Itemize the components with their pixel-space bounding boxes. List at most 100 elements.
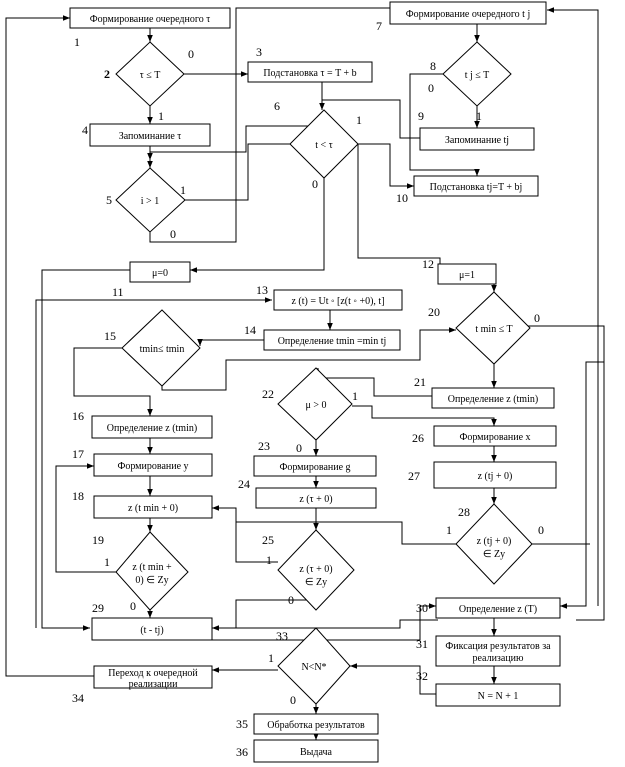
- block-17-form-y: Формирование y: [93, 453, 213, 477]
- block-10-substitute-tj: Подстановка tj=T + bj: [413, 175, 539, 197]
- block-19-decision-z-in-Zy: z (t min + 0) ∈ Zy: [115, 531, 189, 611]
- svg-text:14: 14: [244, 323, 256, 337]
- svg-text:36: 36: [236, 745, 248, 759]
- svg-text:24: 24: [238, 477, 250, 491]
- svg-text:0: 0: [312, 177, 318, 191]
- svg-text:Фиксация результатов за: Фиксация результатов за: [445, 641, 551, 652]
- block-7-form-tj: Формирование очередного t j: [389, 1, 547, 25]
- svg-text:μ > 0: μ > 0: [305, 400, 326, 411]
- svg-text:μ=0: μ=0: [152, 268, 168, 279]
- svg-text:31: 31: [416, 637, 428, 651]
- svg-text:23: 23: [258, 439, 270, 453]
- block-16-determine-z-tmin: Определение z (tmin): [91, 415, 213, 439]
- block-30-determine-z-T: Определение z (T): [435, 597, 561, 619]
- svg-text:Переход к очередной: Переход к очередной: [108, 668, 198, 679]
- svg-text:8: 8: [430, 59, 436, 73]
- block-3-substitute-tau: Подстановка τ = T + b: [247, 61, 373, 83]
- svg-text:12: 12: [422, 257, 434, 271]
- svg-text:11: 11: [112, 285, 124, 299]
- block-34-next-realization: Переход к очередной реализации: [93, 665, 213, 690]
- svg-text:1: 1: [104, 555, 110, 569]
- block-18-z-tmin-plus-0: z (t min + 0): [93, 495, 213, 519]
- connectors: [5, 7, 605, 740]
- svg-text:z (τ + 0): z (τ + 0): [299, 494, 332, 505]
- svg-text:1: 1: [180, 183, 186, 197]
- svg-text:17: 17: [72, 447, 84, 461]
- svg-text:Подстановка τ = T + b: Подстановка τ = T + b: [263, 68, 356, 79]
- svg-text:7: 7: [376, 19, 382, 33]
- svg-text:1: 1: [356, 113, 362, 127]
- svg-text:Формирование y: Формирование y: [117, 461, 188, 472]
- block-11-mu-0: μ=0: [129, 261, 191, 283]
- block-28-decision-z-tj-in-Zy: z (tj + 0) ∈ Zy: [455, 503, 533, 585]
- svg-text:z (t min + 0): z (t min + 0): [128, 503, 178, 514]
- svg-text:i > 1: i > 1: [141, 196, 159, 207]
- svg-text:N<N*: N<N*: [301, 662, 326, 673]
- svg-text:0: 0: [290, 693, 296, 707]
- block-4-store-tau: Запоминание τ: [89, 123, 211, 147]
- svg-text:1: 1: [266, 553, 272, 567]
- svg-text:Запоминание τ: Запоминание τ: [119, 131, 182, 142]
- svg-text:0: 0: [296, 441, 302, 455]
- block-6-decision-t-lt-tau: t < τ: [289, 109, 359, 179]
- block-9-store-tj: Запоминание tj: [419, 127, 535, 151]
- svg-text:Подстановка tj=T + bj: Подстановка tj=T + bj: [430, 182, 523, 193]
- svg-text:0: 0: [428, 81, 434, 95]
- svg-text:∈ Zy: ∈ Zy: [483, 549, 505, 560]
- block-32-increment-N: N = N + 1: [435, 683, 561, 707]
- svg-text:34: 34: [72, 691, 84, 705]
- svg-text:Запоминание tj: Запоминание tj: [445, 135, 509, 146]
- block-numbers: 1 2 3 4 5 6 7 8 9 10 11 12 13 14 15 16 1…: [72, 19, 470, 759]
- svg-text:2: 2: [104, 67, 110, 81]
- svg-text:6: 6: [274, 99, 280, 113]
- block-12-mu-1: μ=1: [437, 263, 497, 285]
- block-36-output: Выдача: [253, 739, 379, 763]
- svg-text:Выдача: Выдача: [300, 747, 333, 758]
- block-26-form-x: Формирование x: [433, 425, 557, 447]
- block-2-decision-tau-le-T: τ ≤ T: [115, 41, 185, 107]
- svg-text:(t - tj): (t - tj): [140, 625, 163, 636]
- branch-labels: 0 1 1 0 1 0 0 1 0 1 0 1 0 1 0 1 0 1 0: [104, 47, 544, 707]
- svg-text:0: 0: [188, 47, 194, 61]
- svg-text:4: 4: [82, 123, 88, 137]
- svg-text:z (t min +: z (t min +: [132, 562, 172, 573]
- svg-text:Определение z (T): Определение z (T): [459, 604, 537, 615]
- svg-text:z (tj + 0): z (tj + 0): [478, 471, 513, 482]
- block-35-process-results: Обработка результатов: [253, 713, 379, 735]
- svg-text:реализацию: реализацию: [473, 653, 525, 664]
- svg-text:33: 33: [276, 629, 288, 643]
- svg-text:3: 3: [256, 45, 262, 59]
- svg-text:1: 1: [352, 389, 358, 403]
- block-1-form-tau: Формирование очередного τ: [69, 7, 231, 29]
- svg-text:N = N + 1: N = N + 1: [478, 691, 519, 702]
- block-22-decision-mu-gt-0: μ > 0: [277, 367, 353, 441]
- block-33-decision-N-lt-Nstar: N<N*: [277, 627, 351, 705]
- svg-text:15: 15: [104, 329, 116, 343]
- svg-text:29: 29: [92, 601, 104, 615]
- svg-text:5: 5: [106, 193, 112, 207]
- svg-text:Определение z (tmin): Определение z (tmin): [448, 394, 538, 405]
- svg-text:Обработка результатов: Обработка результатов: [267, 720, 365, 731]
- block-23-form-g: Формирование g: [253, 455, 377, 477]
- block-15-decision-tmin: tmin≤ tmin: [121, 309, 201, 387]
- svg-text:tmin≤ tmin: tmin≤ tmin: [140, 344, 185, 355]
- svg-text:Определение tmin =min tj: Определение tmin =min tj: [278, 336, 387, 347]
- svg-text:1: 1: [158, 109, 164, 123]
- svg-text:реализации: реализации: [129, 679, 179, 690]
- svg-text:μ=1: μ=1: [459, 270, 475, 281]
- svg-text:35: 35: [236, 717, 248, 731]
- svg-text:1: 1: [268, 651, 274, 665]
- block-24-z-tau-plus-0: z (τ + 0): [255, 487, 377, 509]
- block-8-decision-tj-le-T: t j ≤ T: [442, 41, 512, 107]
- svg-text:0: 0: [534, 311, 540, 325]
- svg-text:0: 0: [130, 599, 136, 613]
- svg-text:25: 25: [262, 533, 274, 547]
- svg-text:19: 19: [92, 533, 104, 547]
- svg-text:27: 27: [408, 469, 420, 483]
- block-13-state-transform: z (t) = Ut ◦ [z(t ◦ +0), t]: [273, 289, 403, 311]
- svg-text:z (tj + 0): z (tj + 0): [477, 536, 512, 547]
- svg-text:t j ≤ T: t j ≤ T: [465, 70, 489, 81]
- svg-text:16: 16: [72, 409, 84, 423]
- svg-text:1: 1: [446, 523, 452, 537]
- svg-text:τ ≤ T: τ ≤ T: [140, 70, 161, 81]
